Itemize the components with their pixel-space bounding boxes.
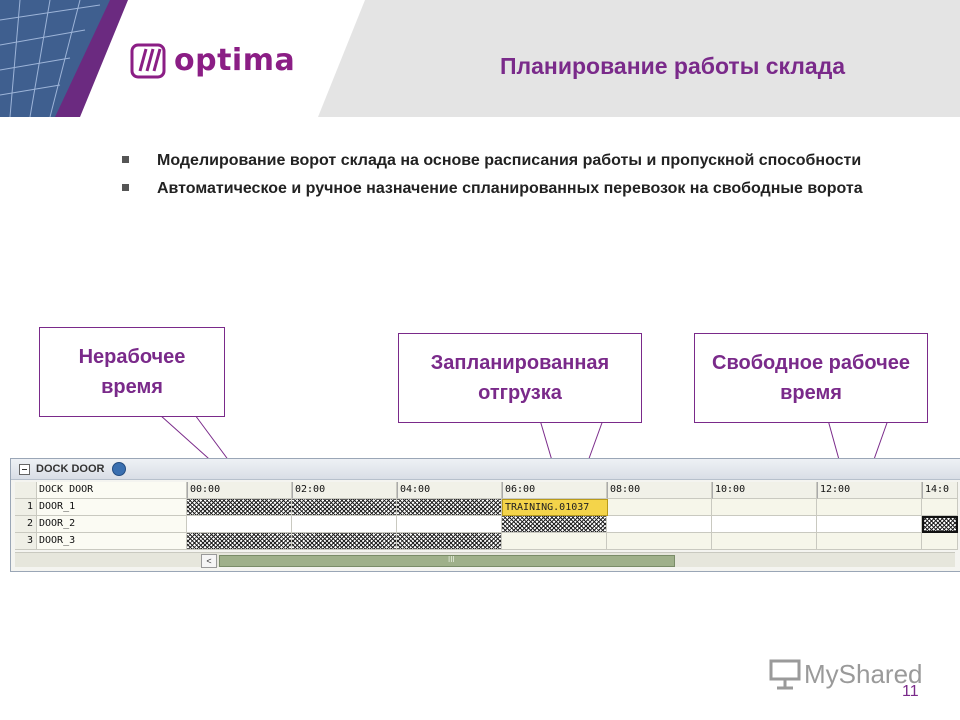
myshared-watermark: MyShared (768, 658, 923, 690)
bullet-square-icon (122, 156, 129, 163)
bullet-item: Моделирование ворот склада на основе рас… (122, 150, 882, 172)
time-slot[interactable] (607, 516, 712, 533)
callout-non-working-label: Нерабочее время (78, 346, 186, 398)
scroll-thumb-grip: III (448, 555, 455, 564)
time-header: 10:00 (712, 482, 817, 499)
refresh-icon[interactable] (112, 462, 127, 476)
panel-title: DOCK DOOR (36, 463, 105, 475)
callout-free-time: Свободное рабочее время (694, 333, 928, 423)
non-working-slot[interactable] (502, 516, 607, 533)
time-header: 12:00 (817, 482, 922, 499)
door-name[interactable]: DOOR_3 (37, 533, 187, 550)
door-name[interactable]: DOOR_1 (37, 499, 187, 516)
callout-free-label: Свободное рабочее время (712, 352, 910, 404)
time-slot[interactable] (817, 533, 922, 550)
time-slot[interactable] (712, 499, 817, 516)
planned-shipment-booking[interactable]: TRAINING.01037 (502, 499, 608, 516)
non-working-slot[interactable] (292, 499, 397, 516)
non-working-slot[interactable] (292, 533, 397, 550)
scroll-thumb[interactable]: III (219, 555, 675, 567)
presentation-icon (769, 659, 801, 690)
time-slot[interactable] (607, 533, 712, 550)
bullet-item: Автоматическое и ручное назначение сплан… (122, 178, 882, 200)
header-background (0, 0, 960, 117)
time-header: 04:00 (397, 482, 502, 499)
time-slot[interactable] (817, 516, 922, 533)
non-working-slot[interactable] (187, 533, 292, 550)
dock-schedule-grid: DOCK DOOR 00:00 02:00 04:00 06:00 08:00 … (15, 482, 958, 550)
scroll-left-button[interactable]: < (201, 554, 217, 568)
non-working-slot[interactable] (187, 499, 292, 516)
row-number: 3 (15, 533, 37, 550)
bullet-text: Автоматическое и ручное назначение сплан… (157, 180, 863, 197)
non-working-slot[interactable] (397, 499, 502, 516)
panel-header: DOCK DOOR (11, 459, 960, 480)
callout-planned-shipment: Запланированная отгрузка (398, 333, 642, 423)
callout-planned-label: Запланированная отгрузка (430, 352, 610, 404)
row-number-header (15, 482, 37, 499)
slide-title: Планирование работы склада (500, 53, 846, 79)
collapse-icon[interactable] (19, 463, 30, 475)
callout-non-working-time: Нерабочее время (39, 327, 225, 417)
non-working-slot[interactable] (922, 516, 958, 533)
bullet-list: Моделирование ворот склада на основе рас… (122, 150, 882, 206)
time-slot[interactable] (187, 516, 292, 533)
table-row[interactable]: 1 DOOR_1 (15, 499, 958, 516)
horizontal-scrollbar[interactable]: < III (15, 552, 955, 568)
watermark-text: MyShared (804, 658, 923, 689)
bullet-text: Моделирование ворот склада на основе рас… (157, 152, 862, 169)
time-header: 06:00 (502, 482, 607, 499)
optima-logo-icon (130, 43, 166, 79)
non-working-slot[interactable] (397, 533, 502, 550)
bullet-square-icon (122, 184, 129, 191)
table-row[interactable]: 2 DOOR_2 (15, 516, 958, 533)
time-header: 02:00 (292, 482, 397, 499)
time-header: 00:00 (187, 482, 292, 499)
time-header: 08:00 (607, 482, 712, 499)
time-slot[interactable] (922, 533, 958, 550)
grid-header-row: DOCK DOOR 00:00 02:00 04:00 06:00 08:00 … (15, 482, 958, 499)
time-header: 14:0 (922, 482, 958, 499)
row-number: 1 (15, 499, 37, 516)
table-row[interactable]: 3 DOOR_3 (15, 533, 958, 550)
time-slot[interactable] (817, 499, 922, 516)
time-slot[interactable] (502, 533, 607, 550)
slide-header: optima Планирование работы склада (0, 0, 960, 117)
row-number: 2 (15, 516, 37, 533)
time-slot[interactable] (292, 516, 397, 533)
time-slot[interactable] (607, 499, 712, 516)
door-name[interactable]: DOOR_2 (37, 516, 187, 533)
optima-logo: optima (130, 40, 295, 80)
page-number: 11 (902, 683, 919, 700)
time-slot[interactable] (712, 516, 817, 533)
time-slot[interactable] (922, 499, 958, 516)
time-slot[interactable] (712, 533, 817, 550)
column-header-door[interactable]: DOCK DOOR (37, 482, 187, 499)
logo-text: optima (174, 42, 296, 78)
dock-door-panel: DOCK DOOR DOCK DOOR 00:00 02:00 04:00 06… (10, 458, 960, 572)
time-slot[interactable] (397, 516, 502, 533)
